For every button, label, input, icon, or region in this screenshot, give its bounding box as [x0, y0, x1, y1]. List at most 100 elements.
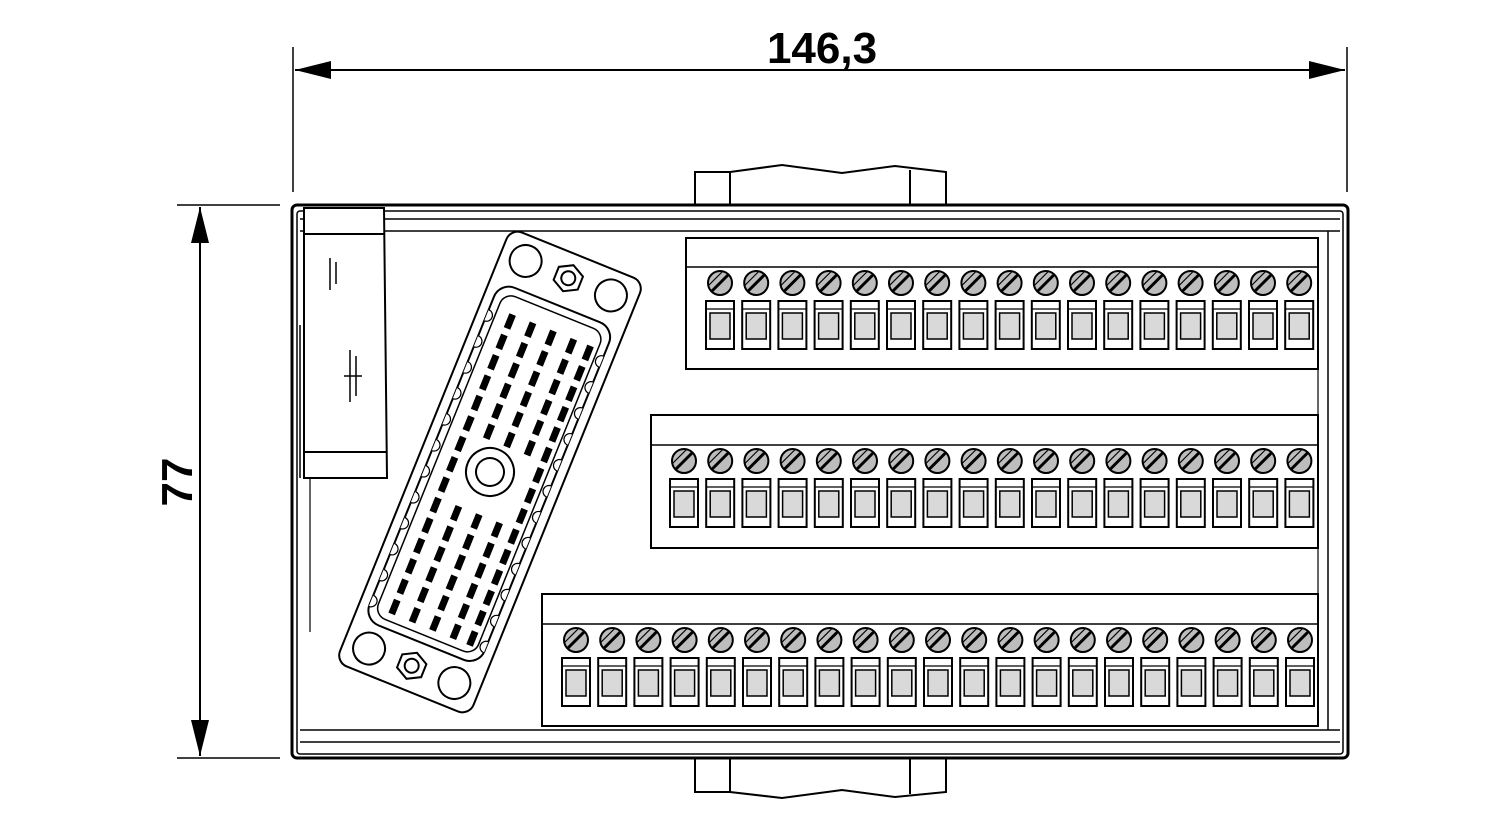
connector-pin: [540, 399, 553, 416]
connector-pin: [515, 507, 528, 525]
terminal: [1139, 448, 1170, 528]
connector-pin: [515, 341, 529, 359]
terminal-row-upper: [705, 270, 1315, 350]
terminal: [994, 270, 1025, 350]
connector-pin: [519, 390, 532, 408]
connector-pin: [548, 426, 561, 443]
width-dimension: [292, 47, 1348, 192]
connector-pin: [470, 394, 483, 412]
terminal: [1211, 270, 1242, 350]
connector-pin: [482, 541, 495, 559]
connector-pin: [565, 385, 578, 402]
connector-pin: [429, 615, 442, 632]
connector-pin: [524, 321, 537, 338]
terminal-block-lower: [541, 593, 1319, 727]
connector-pin: [449, 623, 462, 641]
connector-pin: [532, 419, 545, 437]
terminal: [1248, 448, 1279, 528]
connector-pin: [523, 439, 536, 457]
terminal: [669, 448, 699, 528]
connector-pin: [474, 609, 487, 627]
connector-pin: [462, 415, 475, 432]
terminal: [886, 627, 917, 707]
connector-pin: [573, 365, 586, 382]
terminal-block-middle: [650, 414, 1319, 549]
terminal: [1103, 448, 1134, 528]
terminal: [597, 627, 628, 707]
connector-pin: [581, 344, 594, 362]
terminal: [959, 627, 990, 707]
connector-pin: [544, 329, 557, 347]
connector-pin: [523, 487, 537, 504]
connector-pin: [445, 574, 458, 591]
terminal: [1031, 627, 1062, 707]
terminal: [849, 270, 880, 350]
connector-pin: [540, 446, 553, 464]
terminal: [994, 448, 1025, 528]
terminal: [1067, 448, 1098, 528]
connector-pin: [474, 562, 487, 579]
connector-pin: [528, 370, 541, 388]
terminal-row-lower: [561, 627, 1315, 707]
din-rail-clip-top: [694, 163, 947, 205]
terminal-block-upper: [685, 237, 1319, 370]
connector-pin: [499, 382, 512, 400]
terminal: [705, 270, 735, 350]
connector-pin: [491, 403, 504, 420]
connector-pin: [495, 333, 508, 351]
connector-pin: [536, 350, 549, 367]
terminal: [1212, 627, 1243, 707]
terminal: [1212, 448, 1242, 528]
connector-pin: [425, 566, 438, 583]
connector-pin: [556, 405, 570, 423]
connector-pin: [429, 496, 442, 514]
terminal: [958, 448, 989, 528]
connector-pin: [548, 378, 561, 396]
terminal: [1103, 270, 1134, 350]
connector-pin: [437, 476, 450, 493]
connector-hex-nut-top: [552, 264, 585, 293]
terminal: [922, 270, 953, 350]
terminal: [1140, 627, 1171, 707]
connector-pin: [564, 337, 578, 355]
terminal: [777, 270, 808, 350]
terminal: [958, 270, 989, 350]
connector-pin: [413, 537, 426, 555]
terminal: [1284, 270, 1315, 350]
height-dimension-label: 77: [153, 458, 202, 507]
connector-pin: [437, 594, 450, 612]
connector-pin: [511, 411, 524, 428]
terminal: [886, 270, 916, 350]
terminal: [814, 627, 845, 707]
connector-pin: [503, 313, 516, 330]
connector-pin: [408, 607, 421, 624]
terminal: [1067, 270, 1097, 350]
connector-pin: [532, 467, 545, 484]
connector-pin: [507, 528, 520, 545]
connector-pin: [507, 362, 520, 379]
connector-pin: [470, 513, 483, 530]
terminal: [777, 448, 808, 528]
terminal: [1175, 448, 1206, 528]
connector-pin: [466, 630, 479, 647]
connector-pin: [482, 423, 496, 440]
terminal: [1031, 448, 1061, 528]
terminal: [886, 448, 917, 528]
terminal: [813, 448, 844, 528]
connector-pin: [417, 586, 430, 604]
connector-pin: [479, 374, 492, 391]
height-dimension: [177, 204, 280, 759]
connector-pin: [433, 545, 446, 563]
terminal: [1284, 448, 1315, 528]
connector-pin: [490, 521, 503, 539]
connector-pin: [388, 598, 401, 616]
terminal: [741, 270, 772, 350]
connector-pin: [441, 525, 454, 542]
connector-pin: [491, 569, 504, 586]
terminal: [705, 448, 736, 528]
connector-pin: [457, 603, 470, 620]
connector-pin: [450, 505, 463, 522]
connector-pin: [404, 557, 417, 575]
width-dimension-label: 146,3: [767, 24, 877, 73]
